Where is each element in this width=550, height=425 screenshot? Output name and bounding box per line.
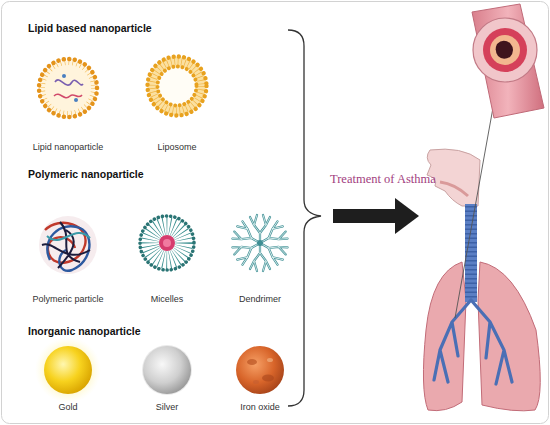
micelle-icon (140, 216, 194, 270)
dendrimer-icon (231, 215, 289, 271)
respiratory-illustration (423, 4, 544, 411)
particle-label: Lipid nanoparticle (18, 142, 118, 152)
particle-item: Polymeric particle (18, 210, 118, 304)
particle-item: Micelles (117, 210, 217, 304)
polymeric-particle-icon (39, 216, 97, 274)
particle-label: Dendrimer (210, 294, 310, 304)
particle-item: Gold (18, 340, 118, 412)
particle-label: Liposome (127, 142, 227, 152)
particle-label: Gold (18, 402, 118, 412)
category-group: Lipid based nanoparticleLipid nanopartic… (22, 22, 284, 162)
particle-item: Iron oxide (210, 340, 310, 412)
particle-label: Polymeric particle (18, 294, 118, 304)
gold-particle-icon (35, 337, 101, 403)
category-group: Inorganic nanoparticleGoldSilverIron oxi… (22, 325, 284, 419)
arrow-caption: Treatment of Asthma (330, 172, 436, 187)
silver-particle-icon (142, 345, 192, 395)
particle-label: Silver (117, 402, 217, 412)
group-heading: Lipid based nanoparticle (28, 22, 152, 34)
block-arrow (333, 198, 419, 234)
particle-label: Micelles (117, 294, 217, 304)
lipid-nanoparticle-icon (39, 59, 97, 117)
liposome-icon (148, 57, 207, 116)
grouping-bracket (288, 30, 321, 406)
category-group: Polymeric nanoparticlePolymeric particle… (22, 168, 284, 310)
iron-oxide-particle-icon (236, 346, 284, 394)
particle-item: Dendrimer (210, 210, 310, 304)
particle-item: Silver (117, 340, 217, 412)
particle-item: Lipid nanoparticle (18, 55, 118, 152)
group-heading: Inorganic nanoparticle (28, 325, 141, 337)
particle-item: Liposome (127, 55, 227, 152)
group-heading: Polymeric nanoparticle (28, 168, 144, 180)
particle-label: Iron oxide (210, 402, 310, 412)
